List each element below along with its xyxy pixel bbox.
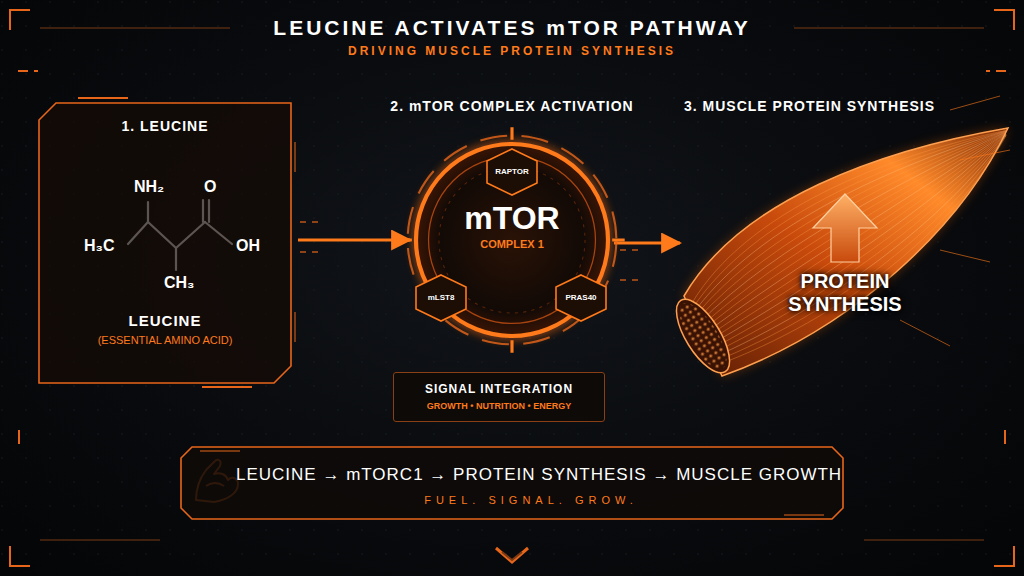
protein-hexagon: PRAS40 <box>555 274 607 322</box>
node-text: mTOR <box>400 200 624 237</box>
node-heading: 3. MUSCLE PROTEIN SYNTHESIS <box>684 98 935 114</box>
muscle-fibre <box>713 135 1006 362</box>
atom-label: NH₂ <box>134 178 164 196</box>
muscle-fibre <box>706 134 1006 343</box>
node-heading: 2. mTOR COMPLEX ACTIVATION <box>390 98 633 114</box>
flow-arrow <box>298 239 410 242</box>
node-text: PRAS40 <box>565 293 596 302</box>
node-text: COMPLEX 1 <box>400 238 624 250</box>
node-text: LEUCINE <box>38 312 292 329</box>
bottom-chevron <box>502 552 522 560</box>
muscle-fibre <box>700 132 1006 327</box>
atom-label: CH₃ <box>164 274 195 292</box>
protein-hexagon: mLST8 <box>415 274 467 322</box>
atom-label: OH <box>236 237 260 255</box>
subtitle: DRIVING MUSCLE PROTEIN SYNTHESIS <box>0 44 1024 58</box>
muscle-fibre <box>707 134 1006 347</box>
node-text: FUEL. SIGNAL. GROW. <box>236 494 826 506</box>
node-text: mLST8 <box>428 293 455 302</box>
corner-brackets <box>10 10 1014 566</box>
muscle-fibre <box>702 133 1006 331</box>
signal-box: SIGNAL INTEGRATION GROWTH • NUTRITION • E… <box>393 372 605 422</box>
bottom-chevron <box>496 548 528 562</box>
muscle-fibre <box>712 135 1006 358</box>
title-rules <box>40 28 984 540</box>
title: LEUCINE ACTIVATES mTOR PATHWAY <box>0 16 1024 40</box>
protein-hexagon: RAPTOR <box>486 148 538 196</box>
side-ticks <box>18 70 1006 444</box>
node-text: PROTEIN SYNTHESIS <box>765 270 925 316</box>
node-text: (ESSENTIAL AMINO ACID) <box>38 334 292 346</box>
atom-label: O <box>204 178 216 196</box>
node-heading: LEUCINE → mTORC1 → PROTEIN SYNTHESIS → M… <box>236 465 826 485</box>
node-text: GROWTH • NUTRITION • ENERGY <box>427 401 571 411</box>
muscle-illustration-outline <box>660 90 1010 380</box>
flow-arrow <box>614 242 680 245</box>
muscle-fibre <box>703 133 1006 335</box>
mtor-complex-circle: 2. mTOR COMPLEX ACTIVATIONmTORCOMPLEX 1R… <box>400 90 624 340</box>
node-heading: SIGNAL INTEGRATION <box>425 382 573 396</box>
atom-label: H₃C <box>84 237 115 255</box>
muscle-fibre <box>704 133 1006 339</box>
muscle-fibre <box>709 134 1006 350</box>
node-text: RAPTOR <box>495 167 529 176</box>
muscle-fibre <box>715 136 1006 366</box>
muscle-fibre <box>696 131 1006 315</box>
muscle-body <box>686 150 1006 376</box>
muscle-fibre <box>710 135 1006 355</box>
summary-band: LEUCINE → mTORC1 → PROTEIN SYNTHESIS → M… <box>180 446 844 520</box>
muscle-illustration: 3. MUSCLE PROTEIN SYNTHESIS PROTEIN SYNTH… <box>660 90 1010 380</box>
node-heading: 1. LEUCINE <box>38 118 292 134</box>
